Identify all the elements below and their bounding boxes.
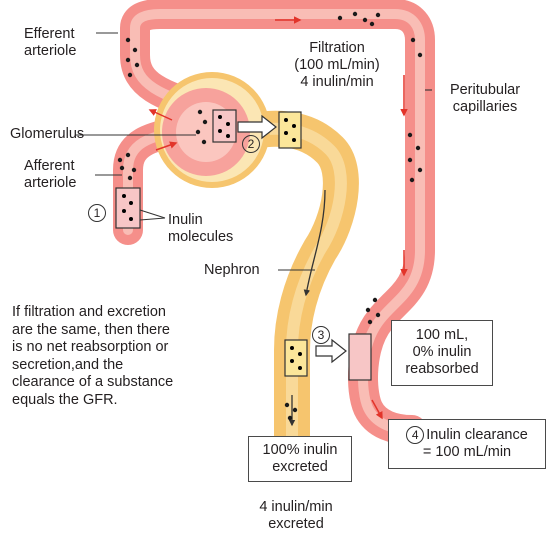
note-line5: clearance of a substance — [12, 374, 173, 392]
filtration-label: Filtration (100 mL/min) 4 inulin/min — [272, 40, 402, 91]
sample-box-peritubular — [349, 334, 371, 380]
explanation-note: If filtration and excretion are the same… — [12, 304, 173, 409]
afferent-line2: arteriole — [24, 175, 76, 192]
filtration-line3: 4 inulin/min — [272, 74, 402, 91]
peritubular-capillaries-label: Peritubular capillaries — [430, 82, 540, 116]
reabsorbed-line3: reabsorbed — [392, 361, 492, 378]
note-line3: is no net reabsorption or — [12, 339, 173, 357]
inulin-molecules-label: Inulin molecules — [168, 212, 233, 246]
filtration-line1: Filtration — [272, 40, 402, 57]
sample-box-afferent — [116, 188, 140, 228]
nephron-tubule — [245, 129, 341, 440]
sample-box-filtrate — [279, 112, 301, 148]
excreted-rate-line1: 4 inulin/min — [236, 499, 356, 516]
nephron-label: Nephron — [204, 262, 260, 279]
step-2-marker: 2 — [242, 135, 262, 153]
inulin-line1: Inulin — [168, 212, 233, 229]
step-4-marker: 4 — [406, 426, 424, 444]
clearance-line2: = 100 mL/min — [389, 444, 545, 461]
note-line4: secretion,and the — [12, 357, 173, 375]
clearance-line1-text: Inulin clearance — [426, 427, 528, 443]
reabsorbed-box: 100 mL, 0% inulin reabsorbed — [391, 320, 493, 386]
afferent-arteriole-label: Afferent arteriole — [24, 158, 76, 192]
step-3-marker: 3 — [312, 326, 332, 344]
excreted-rate-label: 4 inulin/min excreted — [236, 499, 356, 533]
note-line6: equals the GFR. — [12, 392, 173, 410]
filtration-line2: (100 mL/min) — [272, 57, 402, 74]
efferent-arteriole-label: Efferent arteriole — [24, 26, 76, 60]
note-line2: are the same, then there — [12, 322, 173, 340]
glomerulus-label: Glomerulus — [10, 126, 84, 143]
sample-box-glomerulus — [213, 110, 236, 142]
efferent-line2: arteriole — [24, 43, 76, 60]
peritubular-line2: capillaries — [430, 99, 540, 116]
note-line1: If filtration and excretion — [12, 304, 173, 322]
reabsorbed-line2: 0% inulin — [392, 344, 492, 361]
excreted-rate-line2: excreted — [236, 516, 356, 533]
efferent-line1: Efferent — [24, 26, 76, 43]
afferent-line1: Afferent — [24, 158, 76, 175]
sample-box-tubule — [285, 340, 307, 376]
step-1-marker: 1 — [88, 204, 108, 222]
excreted-box: 100% inulin excreted — [248, 436, 352, 482]
glomerulus — [162, 88, 250, 176]
inulin-line2: molecules — [168, 229, 233, 246]
excreted-box-line2: excreted — [249, 459, 351, 476]
excreted-box-line1: 100% inulin — [249, 442, 351, 459]
peritubular-line1: Peritubular — [430, 82, 540, 99]
reabsorbed-line1: 100 mL, — [392, 327, 492, 344]
